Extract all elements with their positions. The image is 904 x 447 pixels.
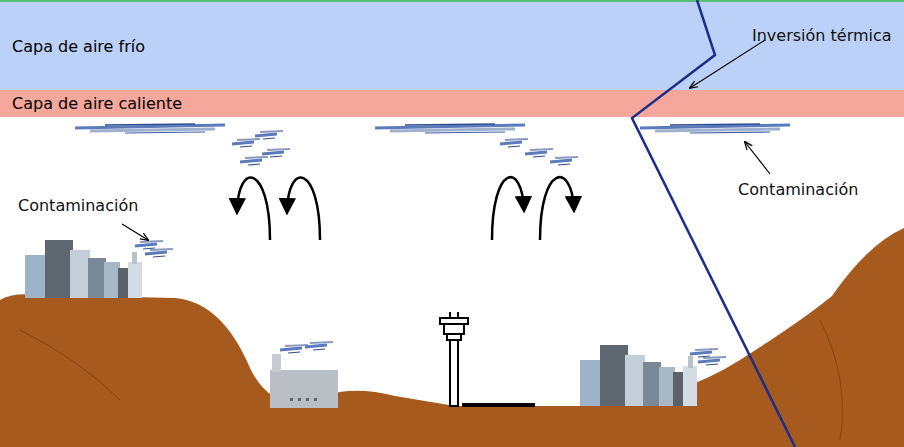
pollution-label: Contaminación <box>738 180 858 199</box>
warm-air-layer: Capa de aire caliente <box>0 90 904 117</box>
layer-name: Capa de aire frío <box>0 37 145 56</box>
layer-name: Capa de aire caliente <box>0 94 182 113</box>
smog-layer <box>75 124 790 165</box>
pollution-label: Contaminación <box>18 196 138 215</box>
cold-air-layer: Capa de aire frío <box>0 2 904 90</box>
circulation-arrows <box>237 177 574 240</box>
terrain-line <box>820 320 843 440</box>
top-rule <box>0 0 904 2</box>
factory <box>270 342 338 408</box>
control-tower <box>440 312 468 406</box>
terrain <box>0 228 904 447</box>
runway <box>462 403 535 407</box>
terrain-line <box>20 330 120 400</box>
inversion-label: Inversión térmica <box>752 26 892 45</box>
left-city <box>25 240 173 298</box>
right-city <box>580 345 726 406</box>
